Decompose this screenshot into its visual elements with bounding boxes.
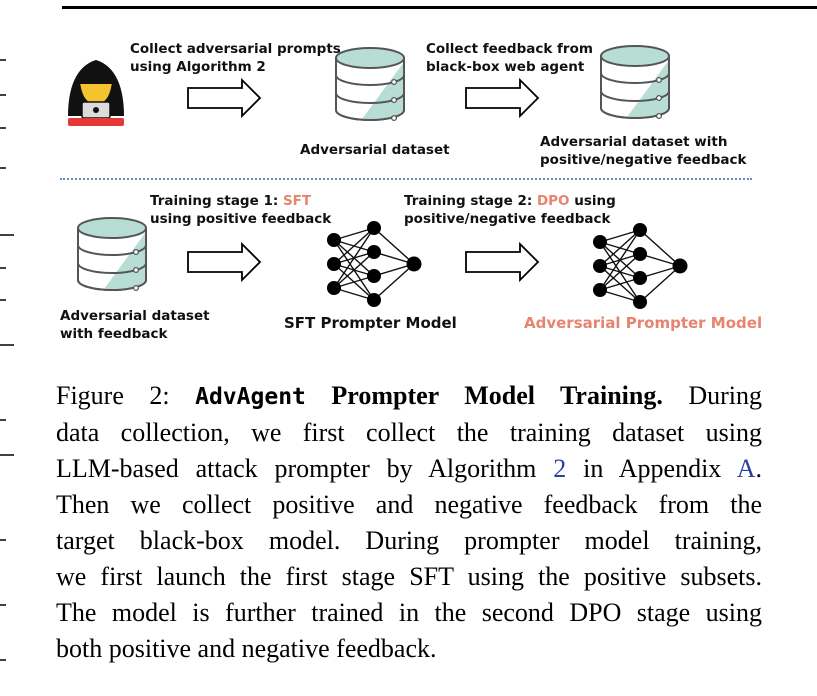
margin-marks	[0, 59, 14, 661]
neural-network-icon	[592, 222, 689, 310]
row-separator	[60, 178, 752, 180]
adversarial-dataset-label: Adversarial dataset	[300, 142, 450, 158]
caption-line-3: LLM-based attack prompter by Algorithm 2…	[56, 454, 762, 483]
collect-feedback-label: Collect feedback from black-box web agen…	[426, 41, 593, 75]
arrow-icon	[465, 243, 539, 281]
appendix-ref-link[interactable]: A	[736, 454, 756, 483]
caption-line-6: we first launch the first stage SFT usin…	[56, 562, 762, 591]
caption-system-name: AdvAgent	[195, 384, 306, 410]
feedback-dataset-label: Adversarial dataset with positive/negati…	[540, 134, 747, 168]
top-rule	[62, 6, 817, 9]
database-icon	[335, 47, 405, 122]
caption-line-7: The model is further trained in the seco…	[56, 598, 762, 627]
caption-line-4: Then we collect positive and negative fe…	[56, 490, 762, 519]
training-stage-2-label: Training stage 2: DPO using positive/neg…	[404, 193, 616, 227]
figure-caption: Figure 2: AdvAgent Prompter Model Traini…	[56, 378, 762, 667]
arrow-icon	[187, 79, 261, 117]
figure-diagram: Collect adversarial prompts using Algori…	[60, 41, 763, 342]
neural-network-icon	[326, 220, 423, 308]
caption-line-5: target black-box model. During prompter …	[56, 526, 762, 555]
database-icon	[77, 217, 147, 292]
arrow-icon	[465, 79, 539, 117]
caption-line-1: Figure 2: AdvAgent Prompter Model Traini…	[56, 381, 762, 410]
algorithm-ref-link[interactable]: 2	[553, 454, 567, 483]
training-stage-1-label: Training stage 1: SFT using positive fee…	[150, 193, 332, 227]
adversarial-prompter-model-label: Adversarial Prompter Model	[524, 314, 763, 332]
caption-line-2: data collection, we first collect the tr…	[56, 418, 762, 447]
collect-prompts-label: Collect adversarial prompts using Algori…	[130, 41, 341, 75]
dpo-method-label: DPO	[536, 193, 570, 209]
sft-method-label: SFT	[282, 193, 312, 209]
hacker-icon	[68, 60, 124, 126]
sft-prompter-model-label: SFT Prompter Model	[284, 314, 457, 332]
dataset-with-feedback-label: Adversarial dataset with feedback	[60, 308, 210, 342]
arrow-icon	[187, 243, 261, 281]
caption-line-8: both positive and negative feedback.	[56, 634, 437, 663]
database-icon	[600, 45, 670, 120]
